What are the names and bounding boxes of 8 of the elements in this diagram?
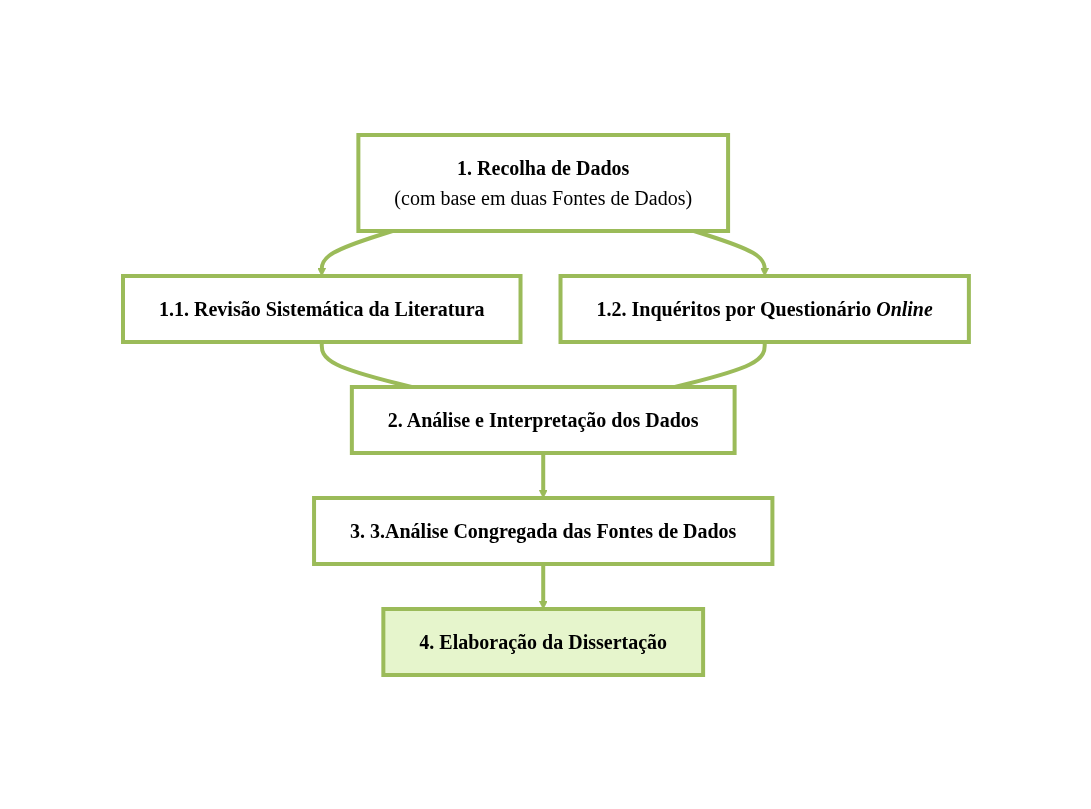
node-box: 2. Análise e Interpretação dos Dados xyxy=(349,384,737,455)
node-box: 1.1. Revisão Sistemática da Literatura xyxy=(120,273,523,344)
node-box: 4. Elaboração da Dissertação xyxy=(380,606,705,677)
arrow xyxy=(538,452,548,498)
arrow xyxy=(538,563,548,609)
node-box: 1. Recolha de Dados (com base em duas Fontes de Dados) xyxy=(355,132,730,233)
node-box: 3. 3.Análise Congregada das Fontes de Dados xyxy=(311,495,774,566)
node-box: 1.2. Inquéritos por Questionário Online xyxy=(558,273,971,344)
